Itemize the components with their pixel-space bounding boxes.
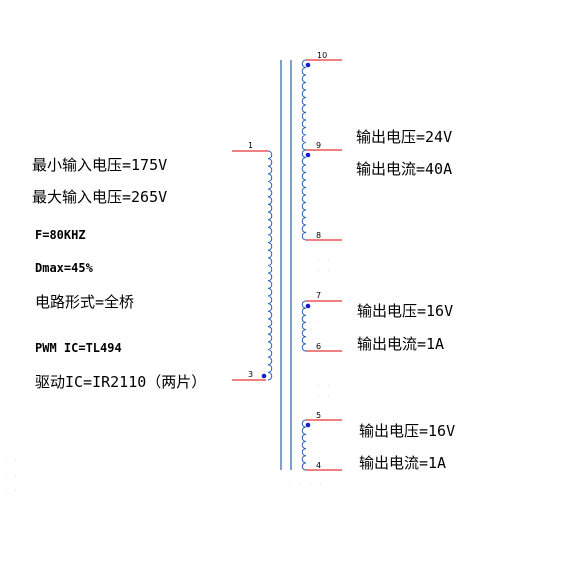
sec3-voltage-label: 输出电压=16V (359, 422, 456, 440)
sec3-current-label: 输出电流=1A (359, 454, 447, 472)
pin-10: 10 (317, 51, 327, 60)
pin-6: 6 (316, 342, 321, 351)
sec1-coil-b (301, 149, 307, 241)
pin-4: 4 (316, 461, 321, 470)
sec1-dot-b (305, 152, 311, 158)
sec2-current-label: 输出电流=1A (357, 335, 445, 353)
sec1-current-label: 输出电流=40A (356, 160, 453, 178)
primary-winding: 1 3 (232, 141, 273, 381)
pin-7: 7 (316, 291, 321, 300)
spec-max-input-voltage: 最大输入电压=265V (32, 188, 168, 206)
pin-3: 3 (248, 370, 253, 379)
sec3-dot (305, 422, 311, 428)
sec2-dot (305, 303, 311, 309)
spec-pwm-ic: PWM IC=TL494 (35, 341, 122, 355)
transformer-core (280, 60, 292, 470)
secondary-winding-3: 5 4 (301, 411, 342, 471)
pin-9: 9 (316, 141, 321, 150)
sec2-voltage-label: 输出电压=16V (357, 302, 454, 320)
sec2-coil (301, 300, 307, 352)
spec-min-input-voltage: 最小输入电压=175V (32, 156, 168, 174)
secondary-winding-1: 10 9 8 (301, 51, 342, 241)
sec1-coil-a (301, 59, 307, 151)
spec-driver-ic: 驱动IC=IR2110（两片） (35, 373, 207, 391)
sec3-coil (301, 419, 307, 471)
pin-1: 1 (248, 141, 253, 150)
pin-8: 8 (316, 231, 321, 240)
primary-coil (267, 150, 273, 381)
spec-topology: 电路形式=全桥 (35, 293, 135, 311)
primary-dot (261, 373, 267, 379)
sec1-voltage-label: 输出电压=24V (356, 128, 453, 146)
spec-frequency: F=80KHZ (35, 228, 86, 242)
grid-dots (5, 260, 329, 491)
sec1-dot-a (305, 62, 311, 68)
spec-dmax: Dmax=45% (35, 261, 93, 275)
secondary-winding-2: 7 6 (301, 291, 342, 352)
pin-5: 5 (316, 411, 321, 420)
